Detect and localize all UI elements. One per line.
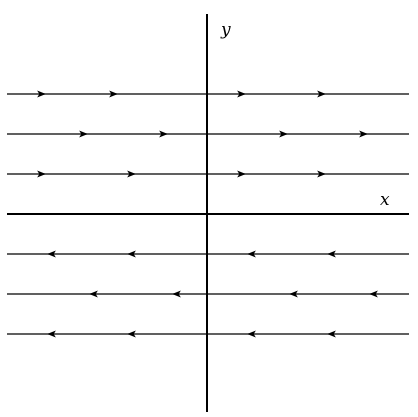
x-axis-label: x [380,190,390,210]
y-axis-label: y [220,20,231,40]
